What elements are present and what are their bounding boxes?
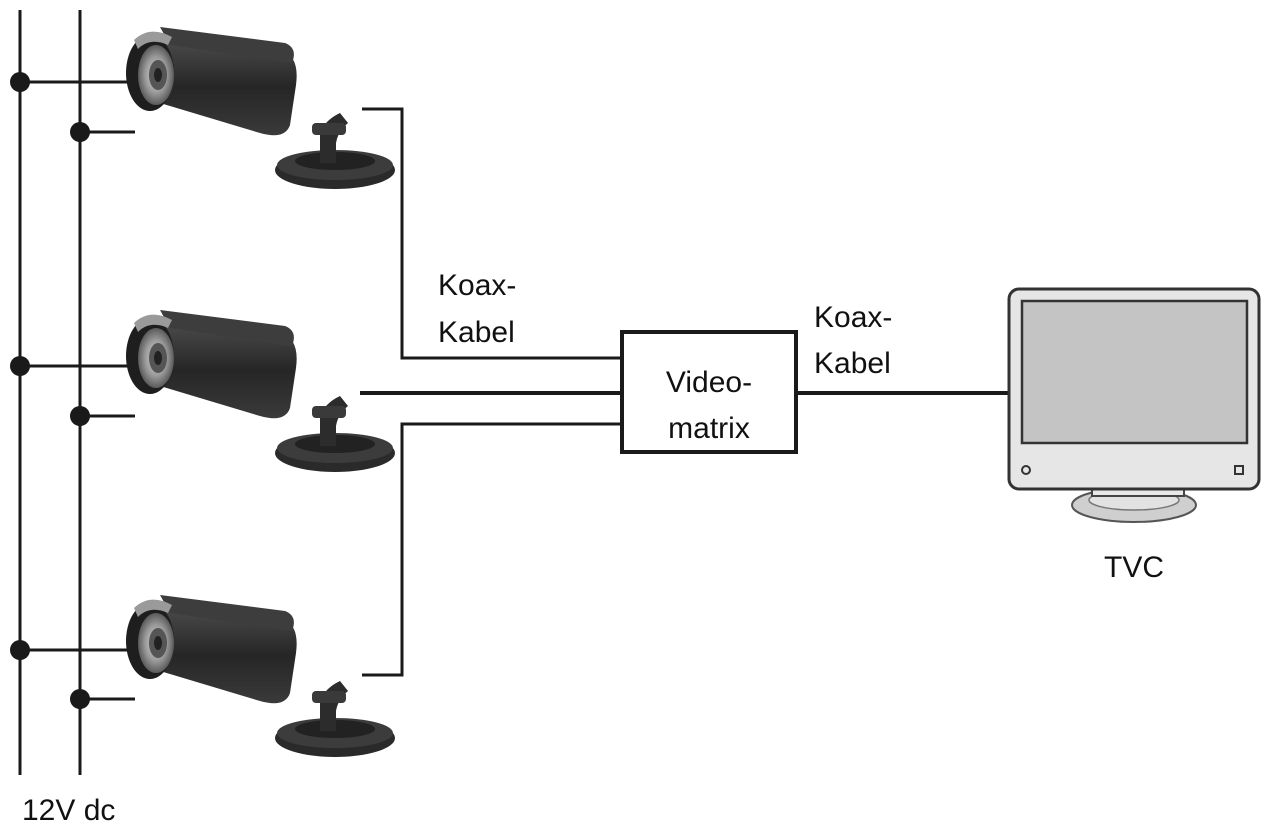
camera-icon (126, 310, 395, 472)
monitor-label: TVC (1104, 551, 1164, 584)
coax-label-right-line2: Kabel (814, 347, 891, 380)
tv-monitor-icon (1007, 287, 1261, 523)
matrix-label-line2: matrix (668, 412, 750, 445)
coax-label-right-line1: Koax- (814, 301, 892, 334)
camera-icon (126, 27, 395, 189)
camera-icon (126, 595, 395, 757)
coax-label-left-line1: Koax- (438, 269, 516, 302)
matrix-label-line1: Video- (666, 366, 752, 399)
coax-cables-left (360, 107, 622, 677)
power-junctions (10, 72, 90, 709)
power-label: 12V dc (22, 794, 115, 827)
coax-label-left-line2: Kabel (438, 316, 515, 349)
